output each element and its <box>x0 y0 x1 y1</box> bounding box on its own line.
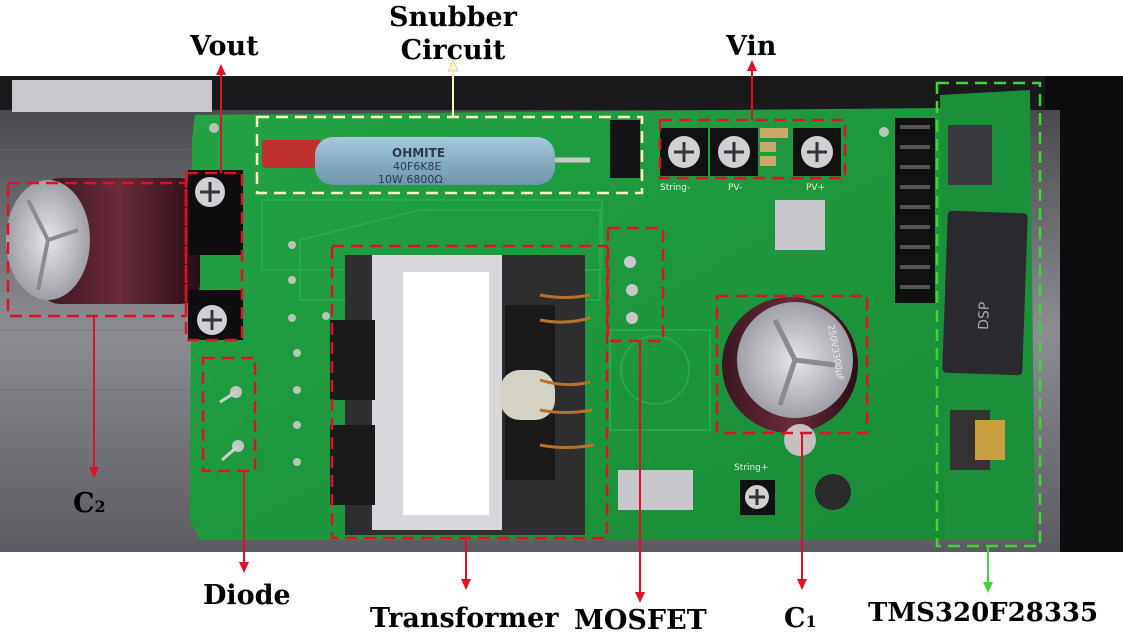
label-diode: Diode <box>203 580 291 611</box>
label-snubber-line2: Circuit <box>400 35 506 66</box>
label-c2: C2 <box>73 490 106 517</box>
label-c1: C1 <box>784 605 817 632</box>
snubber-box <box>255 115 644 195</box>
label-dsp: TMS320F28335 <box>868 598 1099 628</box>
terminal-string-plus: String+ <box>734 463 768 473</box>
vin-box <box>658 118 847 180</box>
label-vout: Vout <box>190 31 259 62</box>
snubber-resistor <box>315 137 555 185</box>
vout-box <box>184 171 244 342</box>
dsp-chip-text: DSP <box>976 301 993 330</box>
vin-terminals <box>660 128 841 176</box>
resistor-rating: 10W 6800Ω <box>378 173 443 186</box>
resistor-brand: OHMITE <box>392 146 445 160</box>
terminal-string-minus: String- <box>660 183 690 193</box>
transformer <box>330 255 595 535</box>
dsp-chip <box>942 210 1028 376</box>
label-mosfet: MOSFET <box>574 605 707 636</box>
capacitor-c1 <box>722 297 858 456</box>
label-c1-sub: 1 <box>805 612 817 631</box>
diode-box <box>201 356 257 473</box>
label-transformer: Transformer <box>370 603 559 634</box>
c2-box <box>6 181 188 318</box>
transformer-box <box>330 244 609 540</box>
resistor-part: 40F6K8E <box>393 160 442 173</box>
mosfet <box>624 256 638 324</box>
c1-box <box>715 294 869 435</box>
label-snubber-line1: Snubber <box>389 2 517 33</box>
terminal-pv-minus: PV- <box>728 183 742 193</box>
label-vin: Vin <box>726 31 777 62</box>
label-c1-main: C <box>784 603 806 634</box>
mosfet-box <box>606 226 665 343</box>
label-c2-sub: 2 <box>94 497 106 516</box>
label-c2-main: C <box>73 488 95 519</box>
terminal-pv-plus: PV+ <box>806 183 825 193</box>
label-snubber: Snubber Circuit <box>380 4 526 64</box>
